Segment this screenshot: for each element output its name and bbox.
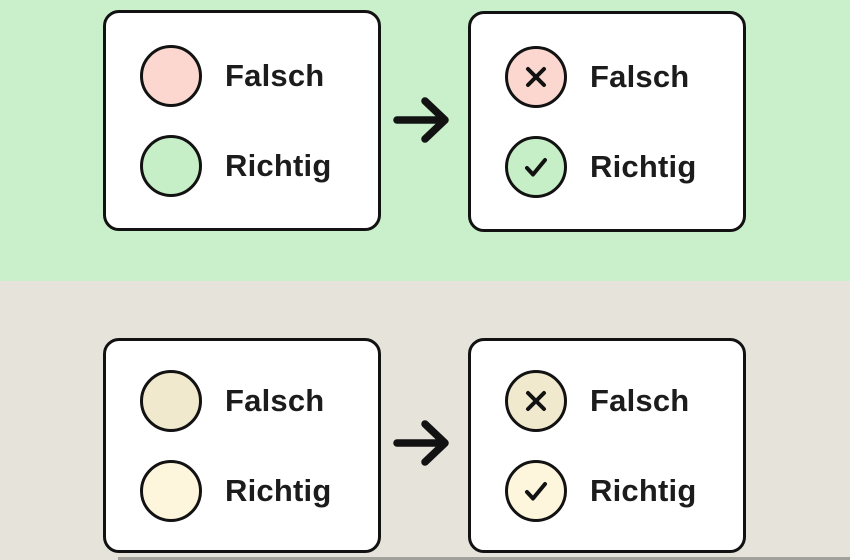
option-label: Falsch xyxy=(225,57,325,93)
option-label: Richtig xyxy=(590,472,697,508)
false-color-circle xyxy=(140,369,202,432)
right-arrow-icon xyxy=(393,420,449,466)
option-label: Richtig xyxy=(225,472,332,508)
list-item: Falsch xyxy=(140,44,378,107)
option-label: Richtig xyxy=(225,147,332,183)
card-normal-after: Falsch Richtig xyxy=(468,11,746,232)
list-item: Falsch xyxy=(505,369,743,432)
card-normal-before: Falsch Richtig xyxy=(103,10,381,231)
bottom-edge-line xyxy=(118,557,850,560)
true-color-circle xyxy=(505,459,567,522)
true-color-circle xyxy=(140,134,202,197)
false-color-circle xyxy=(505,369,567,432)
false-color-circle xyxy=(505,45,567,108)
true-color-circle xyxy=(505,135,567,198)
true-color-circle xyxy=(140,459,202,522)
false-color-circle xyxy=(140,44,202,107)
list-item: Falsch xyxy=(140,369,378,432)
list-item: Falsch xyxy=(505,45,743,108)
x-icon xyxy=(526,66,546,87)
x-icon xyxy=(526,390,546,411)
card-colorblind-before: Falsch Richtig xyxy=(103,338,381,553)
check-icon xyxy=(525,157,547,176)
option-label: Falsch xyxy=(225,382,325,418)
card-colorblind-after: Falsch Richtig xyxy=(468,338,746,553)
right-arrow-icon xyxy=(393,97,449,143)
check-icon xyxy=(525,481,547,500)
list-item: Richtig xyxy=(140,459,378,522)
list-item: Richtig xyxy=(505,459,743,522)
option-label: Falsch xyxy=(590,382,690,418)
list-item: Richtig xyxy=(505,135,743,198)
option-label: Falsch xyxy=(590,58,690,94)
option-label: Richtig xyxy=(590,148,697,184)
list-item: Richtig xyxy=(140,134,378,197)
